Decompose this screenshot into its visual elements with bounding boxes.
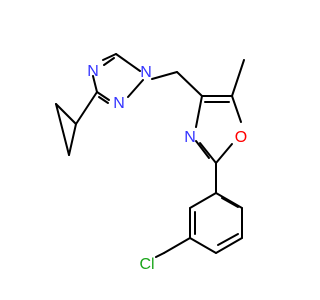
bond — [98, 96, 109, 104]
bond — [215, 143, 233, 164]
bond — [102, 53, 117, 61]
bond — [151, 71, 178, 80]
bond — [176, 71, 203, 97]
bond — [195, 95, 203, 128]
bond — [215, 237, 243, 254]
bond — [231, 59, 245, 97]
molecule-structure: N N N N O Cl — [55, 53, 247, 273]
oxazole-oxygen-label: O — [235, 129, 247, 146]
triazole-nitrogen-label: N — [87, 63, 99, 80]
triazole-nitrogen-label: N — [140, 64, 152, 81]
bond — [163, 237, 191, 254]
atom-labels: N N N N O Cl — [87, 63, 247, 273]
bond — [195, 140, 210, 159]
bonds — [55, 53, 245, 258]
oxazole-nitrogen-label: N — [184, 129, 196, 146]
bond — [96, 91, 110, 101]
bond — [199, 142, 217, 164]
triazole-nitrogen-label: N — [113, 95, 125, 112]
bond — [215, 192, 243, 209]
bond — [92, 75, 98, 93]
bond — [75, 91, 98, 125]
bond — [221, 197, 239, 208]
bond — [155, 252, 165, 258]
bond — [103, 57, 115, 66]
bond — [55, 103, 77, 125]
bond — [189, 237, 217, 254]
bond — [68, 123, 77, 156]
bond — [127, 79, 144, 98]
bond — [55, 103, 70, 156]
bond — [217, 233, 239, 246]
bond — [115, 53, 141, 72]
chlorine-label: Cl — [139, 256, 154, 273]
bond — [231, 95, 242, 123]
bond — [189, 192, 217, 209]
molecule-canvas: N N N N O Cl — [55, 53, 247, 273]
